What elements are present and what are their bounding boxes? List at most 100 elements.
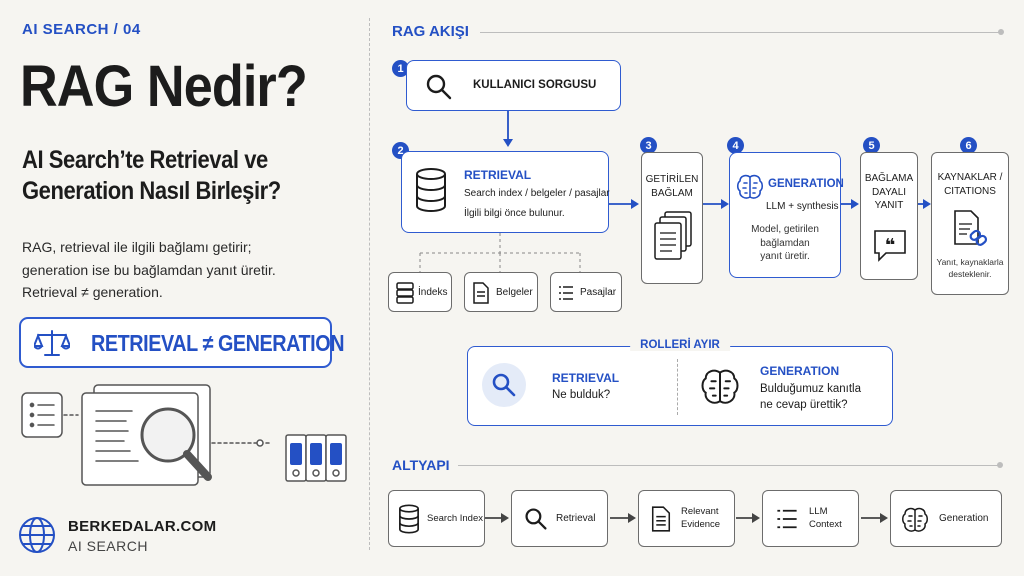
generation-desc: Model, getirilen bağlamdan yanıt üretir. [730,223,840,264]
label-line: Context [809,519,842,531]
label-line: CITATIONS [944,185,996,197]
role-generation-text: Bulduğumuz kanıtla ne cevap ürettik? [760,382,861,413]
retrieval-sources-text: Search index / belgeler / pasajlar [464,188,610,199]
retrieved-context-card: GETİRİLEN BAĞLAM [641,152,703,284]
page-subtitle: AI Search’te Retrieval ve Generation Nas… [22,145,281,206]
desc-line: desteklenir. [948,268,992,279]
roles-divider [677,359,678,415]
citations-card: KAYNAKLAR / CITATIONS Yanıt, kaynaklarla… [931,152,1009,295]
infra-heading: ALTYAPI [392,457,450,473]
arrow-right [609,199,639,209]
document-icon [651,506,671,532]
infra-label: Generation [939,513,989,524]
label-line: Evidence [681,519,721,531]
citations-desc: Yanıt, kaynaklarla desteklenir. [932,257,1008,281]
description-line: generation ise bu bağlamdan yanıt üretir… [22,261,276,278]
list-icon [559,286,573,300]
step-number: 5 [863,137,880,154]
subtitle-line: Generation Nasıl Birleşir? [22,176,281,205]
desc-line: Model, getirilen [751,224,819,235]
text-line: Bulduğumuz kanıtla [760,383,862,395]
source-connectors [419,233,581,273]
generation-subtitle: LLM + synthesis [766,201,839,212]
infra-item-generation: Generation [890,490,1002,547]
search-icon [492,373,516,397]
infra-item-retrieval: Retrieval [511,490,608,547]
desc-line: Yanıt, kaynaklarla [936,257,1004,267]
source-label: Belgeler [496,287,533,298]
user-query-label: KULLANICI SORGUSU [473,79,597,91]
rule-dot [998,29,1004,35]
brain-icon [736,174,764,199]
retrieval-desc-text: İlgili bilgi önce bulunur. [464,208,565,219]
label-line: LLM [809,506,828,517]
desc-line: yanıt üretir. [760,251,810,262]
database-icon [416,168,446,212]
infra-label: LLM Context [809,505,842,532]
source-documents-chip: Belgeler [464,272,538,312]
footer-site[interactable]: BERKEDALAR.COM [68,518,217,535]
generation-title: GENERATION [768,178,844,190]
label-line: GETİRİLEN [645,174,699,185]
arrow-down [503,111,513,147]
arrow-right [610,513,636,523]
retrieval-card: RETRIEVAL Search index / belgeler / pasa… [401,151,610,233]
flow-heading: RAG AKIŞI [392,23,469,40]
quote-bubble-icon: ❝ [874,230,906,262]
source-passages-chip: Pasajlar [550,272,622,312]
label-line: KAYNAKLAR / [937,172,1003,183]
globe-icon [19,517,55,553]
database-icon [399,504,419,534]
label-line: Relevant [681,506,719,517]
roles-panel: ROLLERİ AYIR RETRIEVAL Ne bulduk? GENERA… [467,339,893,426]
infra-item-search-index: Search Index [388,490,485,547]
retrieval-title: RETRIEVAL [464,168,532,182]
retrieval-generation-badge: RETRIEVAL ≠ GENERATION [19,317,344,368]
infra-label: Retrieval [556,513,596,524]
step-number: 4 [727,137,744,154]
source-label: İndeks [418,287,448,298]
infra-label: Relevant Evidence [681,505,720,532]
retrieval-icon-circle [482,363,526,407]
description-line: RAG, retrieval ile ilgili bağlamı getiri… [22,239,252,255]
search-document-illustration [21,384,347,486]
description: RAG, retrieval ile ilgili bağlamı getiri… [22,236,276,304]
citations-label: KAYNAKLAR / CITATIONS [932,171,1008,198]
search-icon [525,508,547,530]
heading-rule [480,32,1000,33]
rule-dot [997,462,1003,468]
arrow-right [485,513,509,523]
user-query-card: KULLANICI SORGUSU [406,60,621,111]
badge-text: RETRIEVAL ≠ GENERATION [91,330,345,356]
arrow-right [736,513,760,523]
document-icon [473,282,489,304]
grounded-answer-card: BAĞLAMA DAYALI YANIT ❝ [860,152,918,280]
footer-subtitle: AI SEARCH [68,538,148,554]
step-number: 6 [960,137,977,154]
svg-text:❝: ❝ [885,235,896,256]
arrow-right [703,199,729,209]
source-index-chip: İndeks [388,272,452,312]
role-generation-title: GENERATION [760,364,840,378]
label-line: BAĞLAM [651,187,693,199]
list-icon [777,509,797,529]
search-icon [426,74,452,100]
text-line: ne cevap ürettik? [760,398,848,411]
arrow-right [861,513,888,523]
documents-stack-icon [654,211,692,260]
source-label: Pasajlar [580,287,617,298]
desc-line: bağlamdan [760,237,810,249]
kicker-label: AI SEARCH / 04 [22,21,141,38]
generation-card: GENERATION LLM + synthesis Model, getiri… [729,152,844,278]
infra-item-relevant-evidence: Relevant Evidence [638,490,735,547]
label-line: YANIT [874,200,904,211]
role-retrieval-text: Ne bulduk? [552,389,611,401]
page-title: RAG Nedir? [20,54,308,119]
subtitle-line: AI Search’te Retrieval ve [22,146,268,174]
role-retrieval-title: RETRIEVAL [552,371,620,385]
heading-rule [458,465,998,466]
brain-icon [902,507,928,532]
label-line: BAĞLAMA [864,173,914,184]
infra-label: Search Index [427,513,483,524]
roles-heading: ROLLERİ AYIR [630,339,730,351]
